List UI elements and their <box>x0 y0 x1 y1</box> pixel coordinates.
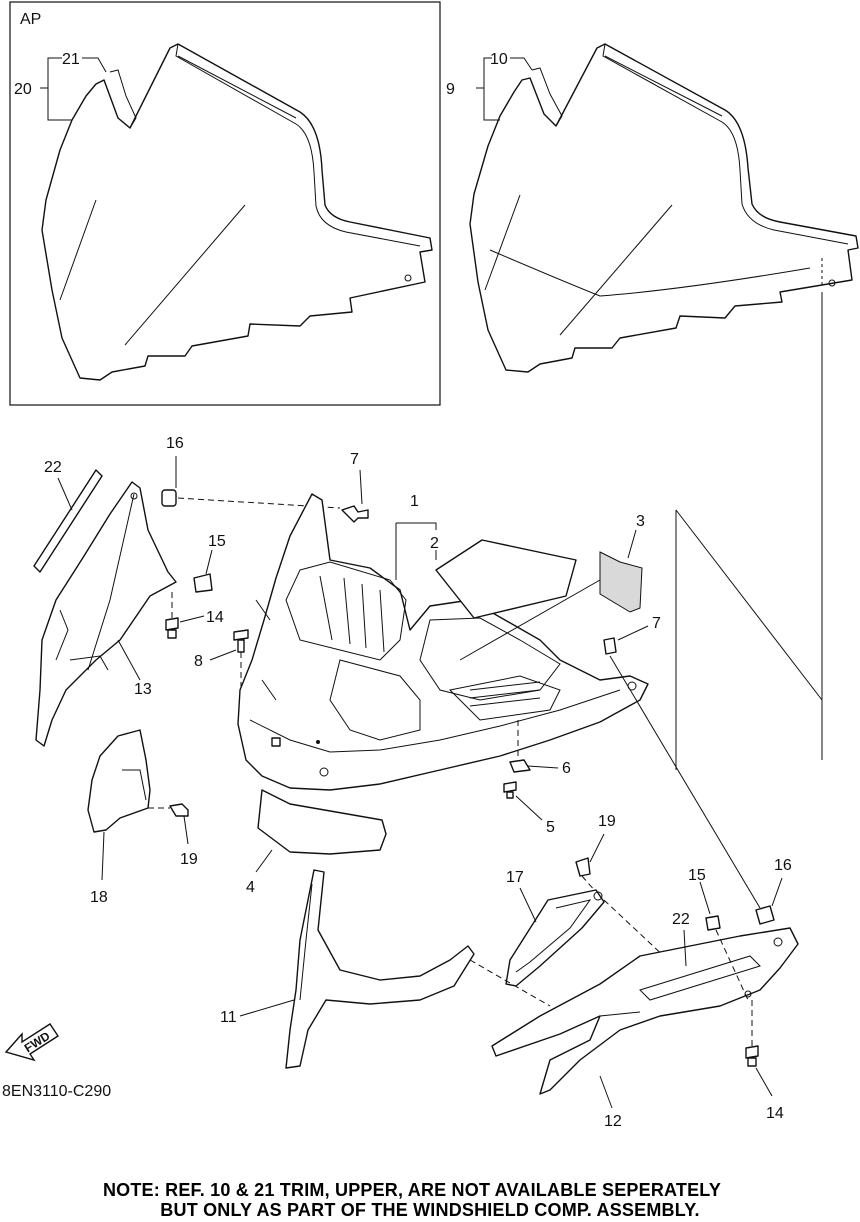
bolt-14b: 14 <box>745 1000 784 1122</box>
pad-2: 2 <box>430 535 577 619</box>
inner-panel-17: 17 <box>505 869 701 991</box>
trim-strip-22: 22 <box>33 459 103 573</box>
callout-15a: 15 <box>208 533 226 550</box>
callout-7a: 7 <box>350 451 359 468</box>
callout-4: 4 <box>246 879 255 896</box>
under-cowl-11: 11 <box>220 869 551 1069</box>
callout-9: 9 <box>446 81 455 98</box>
callout-6: 6 <box>562 760 571 777</box>
nut-15a: 15 <box>193 533 226 593</box>
screw-19b: 19 <box>575 813 616 893</box>
callout-11: 11 <box>220 1009 237 1026</box>
callout-12: 12 <box>604 1113 622 1130</box>
callout-22b: 22 <box>672 911 690 928</box>
trim-strip-22b: 22 <box>672 911 690 967</box>
catalog-code: 8EN3110-C290 <box>2 1083 111 1100</box>
callout-16a: 16 <box>166 435 184 452</box>
nut-15b: 15 <box>688 867 749 1001</box>
callout-14b: 14 <box>766 1105 784 1122</box>
callout-7b: 7 <box>652 615 661 632</box>
callout-19b: 19 <box>598 813 616 830</box>
lower-panel-12: 12 <box>491 927 799 1130</box>
callout-5: 5 <box>546 819 555 836</box>
callout-21: 21 <box>62 51 80 68</box>
note-line-1: NOTE: REF. 10 & 21 TRIM, UPPER, ARE NOT … <box>102 1180 722 1200</box>
screw-19a: 19 <box>148 803 198 868</box>
side-panel-13: 13 <box>35 481 177 747</box>
note-line-2: BUT ONLY AS PART OF THE WINDSHIELD COMP.… <box>160 1200 700 1220</box>
callout-15b: 15 <box>688 867 706 884</box>
callout-13: 13 <box>134 681 152 698</box>
grommet-16b: 16 <box>755 857 792 925</box>
callout-22a: 22 <box>44 459 62 476</box>
callout-8: 8 <box>194 653 203 670</box>
screw-5: 5 <box>503 781 555 836</box>
fwd-arrow-icon: FWD <box>4 1023 59 1062</box>
callout-3: 3 <box>636 513 645 530</box>
callout-2: 2 <box>430 535 439 552</box>
ap-option-box <box>9 1 441 406</box>
windshield-9 <box>469 43 859 373</box>
callout-14a: 14 <box>206 609 224 626</box>
callout-17: 17 <box>506 869 524 886</box>
inner-panel-18: 18 <box>87 729 151 906</box>
panel-4: 4 <box>246 789 387 896</box>
callout-16b: 16 <box>774 857 792 874</box>
callout-19a: 19 <box>180 851 198 868</box>
screw-7b: 7 <box>603 615 761 909</box>
ap-box-label: AP <box>20 11 41 28</box>
callout-20: 20 <box>14 81 32 98</box>
windshield-20 <box>41 43 433 381</box>
front-cowling-1: 1 <box>237 493 649 791</box>
screw-7a: 7 <box>341 451 369 523</box>
nut-6: 6 <box>509 720 571 777</box>
callout-10: 10 <box>490 51 508 68</box>
bracket-3: 3 <box>459 513 645 661</box>
callout-18: 18 <box>90 889 108 906</box>
bolt-14a: 14 <box>165 592 224 639</box>
callout-1: 1 <box>410 493 419 510</box>
